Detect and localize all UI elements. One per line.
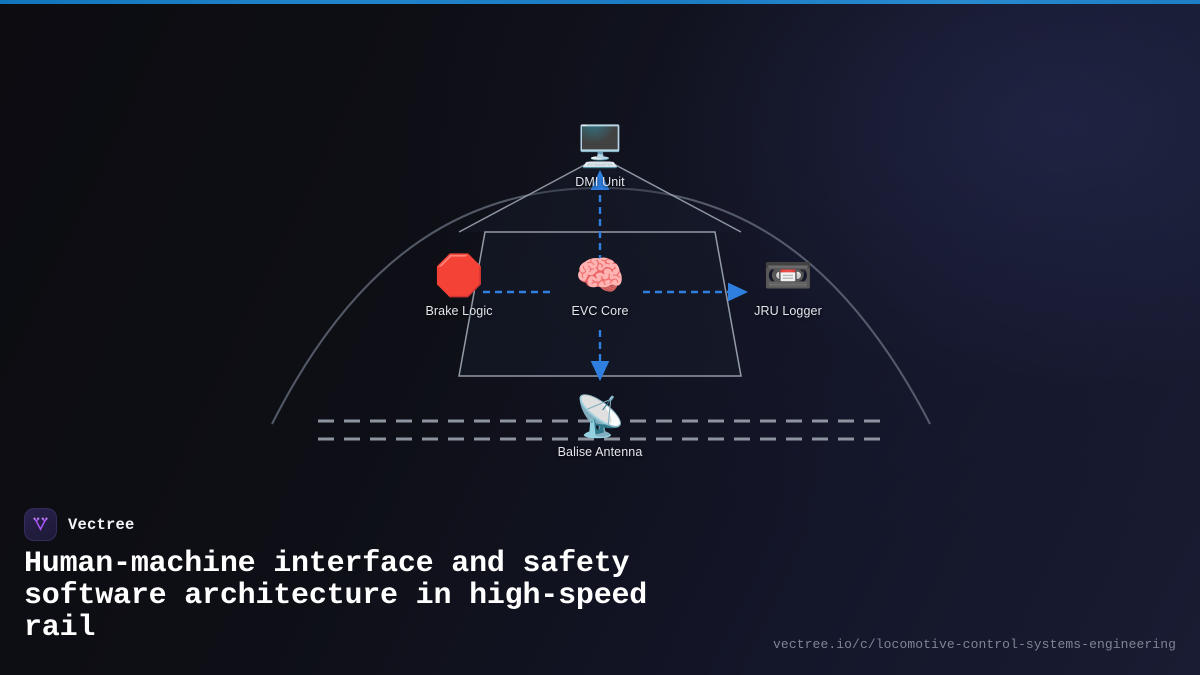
site-url: vectree.io/c/locomotive-control-systems-… [773,637,1176,652]
page-title: Human-machine interface and safety softw… [24,547,648,645]
top-accent-bar [0,0,1200,4]
locomotive-body [458,231,742,377]
node-label: EVC Core [571,304,629,318]
node-brake-logic[interactable]: 🛑 Brake Logic [379,253,539,318]
node-label: Balise Antenna [557,445,643,459]
diagram-canvas [271,161,931,441]
node-label: DMI Unit [575,175,625,189]
node-evc-core[interactable]: 🧠 EVC Core [520,253,680,318]
node-jru-logger[interactable]: 📼 JRU Logger [708,253,868,318]
brand[interactable]: Vectree [24,508,135,541]
node-balise-antenna[interactable]: 📡 Balise Antenna [520,394,680,459]
stop-sign-icon: 🛑 [434,253,484,299]
brand-name: Vectree [68,515,135,534]
brain-icon: 🧠 [575,253,625,299]
vectree-tree-icon [24,508,57,541]
vectree-glyph [33,517,48,531]
node-dmi-unit[interactable]: 🖥️ DMI Unit [520,124,680,189]
node-label: Brake Logic [425,304,493,318]
desktop-computer-icon: 🖥️ [575,124,625,170]
videocassette-icon: 📼 [763,253,813,299]
node-label: JRU Logger [754,304,822,318]
satellite-antenna-icon: 📡 [575,394,625,440]
footer: Vectree Human-machine interface and safe… [0,490,1200,675]
architecture-diagram: 🖥️ DMI Unit 🛑 Brake Logic 🧠 EVC Core 📼 J… [271,124,931,459]
